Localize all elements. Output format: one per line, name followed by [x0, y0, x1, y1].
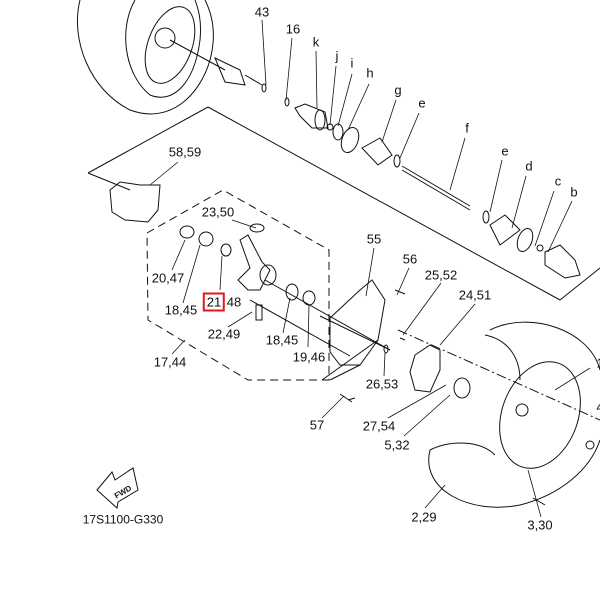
callout-18-45[interactable]: 18,45	[265, 332, 299, 348]
callout-18-45[interactable]: 18,45	[164, 302, 198, 318]
callout-23-50[interactable]: 23,50	[201, 204, 235, 220]
callout-g[interactable]: g	[394, 82, 402, 98]
callout-22-49[interactable]: 22,49	[207, 326, 241, 342]
callout-19-46[interactable]: 19,46	[292, 349, 326, 365]
hub	[339, 329, 600, 421]
callout-i[interactable]: i	[350, 55, 354, 71]
knuckle-outline	[146, 189, 330, 381]
callout-20-47[interactable]: 20,47	[151, 270, 185, 286]
callout-4[interactable]: 4	[596, 401, 600, 414]
callout-24-51[interactable]: 24,51	[458, 287, 492, 303]
fwd-arrow	[96, 467, 139, 509]
callout-c[interactable]: c	[554, 173, 562, 189]
callout-b[interactable]: b	[570, 184, 578, 200]
callout-e[interactable]: e	[418, 95, 426, 111]
callout-48[interactable]: 48	[226, 294, 242, 310]
callout-21-highlighted[interactable]: 21	[202, 292, 226, 312]
callout-2-29[interactable]: 2,29	[411, 509, 437, 525]
callout-j[interactable]: j	[335, 48, 339, 64]
callout-3-30[interactable]: 3,30	[527, 517, 553, 533]
callout-d[interactable]: d	[525, 158, 533, 174]
leader-lines	[149, 19, 591, 518]
callout-27-54[interactable]: 27,54	[362, 418, 396, 434]
callout-56[interactable]: 56	[402, 251, 418, 267]
callout-5-32[interactable]: 5,32	[384, 437, 410, 453]
callout-57[interactable]: 57	[309, 417, 325, 433]
callout-e[interactable]: e	[501, 143, 509, 159]
callout-55[interactable]: 55	[366, 231, 382, 247]
knuckle-parts	[109, 181, 391, 357]
callout-26-53[interactable]: 26,53	[365, 376, 399, 392]
callout-1[interactable]: 1	[596, 357, 600, 370]
callout-17-44[interactable]: 17,44	[153, 354, 187, 370]
front-wheel-drawing	[428, 321, 600, 508]
brake-guard	[321, 279, 406, 381]
callout-43[interactable]: 43	[254, 4, 270, 20]
callout-h[interactable]: h	[366, 65, 374, 81]
assembly-outline	[87, 106, 561, 301]
callout-25-52[interactable]: 25,52	[424, 267, 458, 283]
rear-wheel-drawing	[76, 0, 267, 115]
callout-58-59[interactable]: 58,59	[168, 144, 202, 160]
callout-k[interactable]: k	[312, 34, 320, 50]
drive-shaft-parts	[284, 97, 581, 279]
callout-f[interactable]: f	[465, 120, 469, 136]
callout-16[interactable]: 16	[285, 21, 301, 37]
drawing-code: 17S1100-G330	[82, 512, 164, 527]
